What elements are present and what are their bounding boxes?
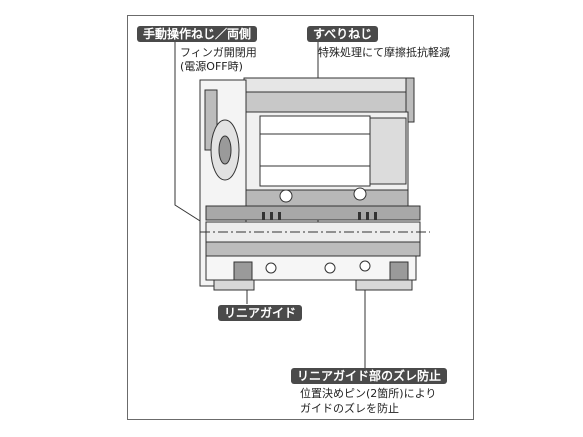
- linear-guide-tag: リニアガイド: [218, 305, 303, 321]
- guide-block: [245, 189, 409, 207]
- manual-screw-desc-1: フィンガ開閉用: [180, 46, 257, 59]
- rod-upper: [205, 205, 421, 221]
- manual-screw-tag: 手動操作ねじ／両側: [137, 26, 258, 42]
- upper-cover: [243, 89, 413, 113]
- manual-screw-desc-2: (電源OFF時): [180, 60, 243, 73]
- slip-screw-tag: すべりねじ: [307, 26, 379, 42]
- guide-shift-desc-1: 位置決めピン(2箇所)により: [300, 387, 437, 400]
- slip-screw-desc: 特殊処理にて摩擦抵抗軽減: [318, 46, 450, 59]
- guide-shift-tag: リニアガイド部のズレ防止: [291, 368, 448, 384]
- positioning-pin: [359, 260, 371, 272]
- manual-screw-leader: [174, 42, 209, 227]
- diagram-frame: [127, 15, 474, 420]
- guide-shift-desc-2: ガイドのズレを防止: [300, 402, 399, 415]
